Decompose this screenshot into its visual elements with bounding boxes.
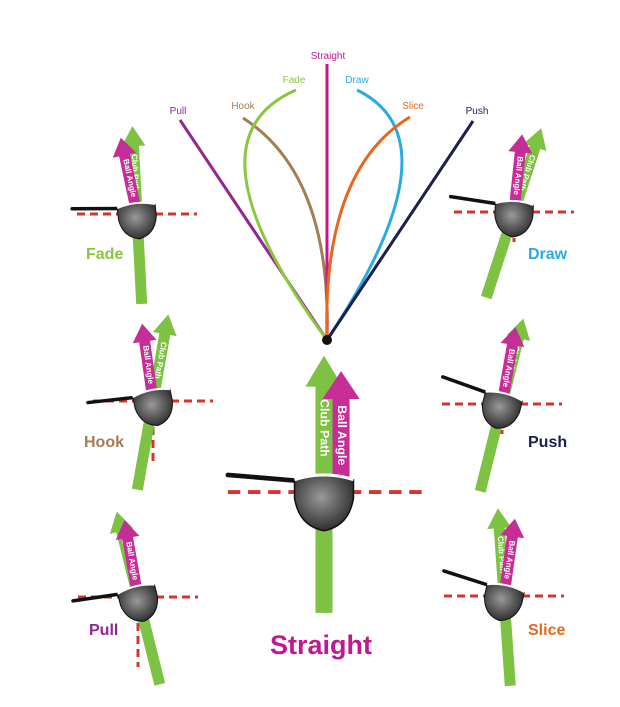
label-draw: Draw	[528, 246, 568, 263]
ball-origin-dot	[322, 335, 332, 345]
trajectory-hook-label: Hook	[231, 101, 255, 112]
label-fade: Fade	[86, 246, 124, 263]
diagram-draw: Club Path Ball Angle	[448, 128, 574, 300]
driver-head-icon	[442, 569, 525, 621]
club-path-label: Club Path	[130, 154, 141, 192]
diagram-straight: Club Path Ball Angle	[225, 355, 427, 613]
ball-angle-arrow: Ball Angle	[499, 518, 525, 587]
diagram-hook: Club Path Ball Angle	[86, 314, 213, 491]
ball-angle-label: Ball Angle	[335, 405, 349, 465]
label-slice: Slice	[528, 622, 566, 639]
driver-head-icon	[70, 201, 157, 240]
trajectory-fan: Pull Hook Fade Straight Draw Slice Push	[170, 51, 489, 345]
driver-head-icon	[448, 194, 534, 238]
ball-angle-arrow: Ball Angle	[132, 323, 158, 392]
trajectory-draw-line	[325, 88, 404, 341]
label-straight: Straight	[270, 630, 373, 660]
trajectory-pull-label: Pull	[170, 106, 187, 117]
driver-head-icon	[441, 375, 523, 429]
ball-angle-arrow: Ball Angle	[322, 371, 360, 477]
trajectory-straight-label: Straight	[311, 51, 346, 62]
driver-head-icon	[225, 472, 355, 532]
trajectory-push-line	[325, 120, 475, 341]
trajectory-push-label: Push	[466, 106, 489, 117]
trajectory-slice-label: Slice	[402, 101, 424, 112]
driver-head-icon	[86, 387, 173, 426]
trajectory-hook-line	[242, 116, 329, 341]
trajectory-fade-label: Fade	[283, 75, 306, 86]
label-pull: Pull	[89, 622, 119, 639]
club-path-label: Club Path	[496, 536, 508, 574]
diagram-pull: Club Path Ball Angle	[71, 511, 198, 686]
diagram-fade: Club Path Ball Angle	[70, 126, 197, 305]
ball-angle-label: Ball Angle	[512, 156, 525, 196]
label-push: Push	[528, 434, 568, 451]
trajectory-draw-label: Draw	[345, 75, 369, 86]
diagram-slice: Club Path Ball Angle	[442, 508, 564, 687]
driver-head-icon	[71, 583, 159, 622]
club-path-label: Club Path	[318, 399, 332, 457]
diagram-push: Club Path Ball Angle	[441, 318, 562, 493]
trajectory-fade-line	[243, 88, 329, 341]
trajectory-slice-line	[325, 115, 411, 341]
ball-angle-arrow: Ball Angle	[508, 134, 533, 203]
label-hook: Hook	[84, 434, 124, 451]
